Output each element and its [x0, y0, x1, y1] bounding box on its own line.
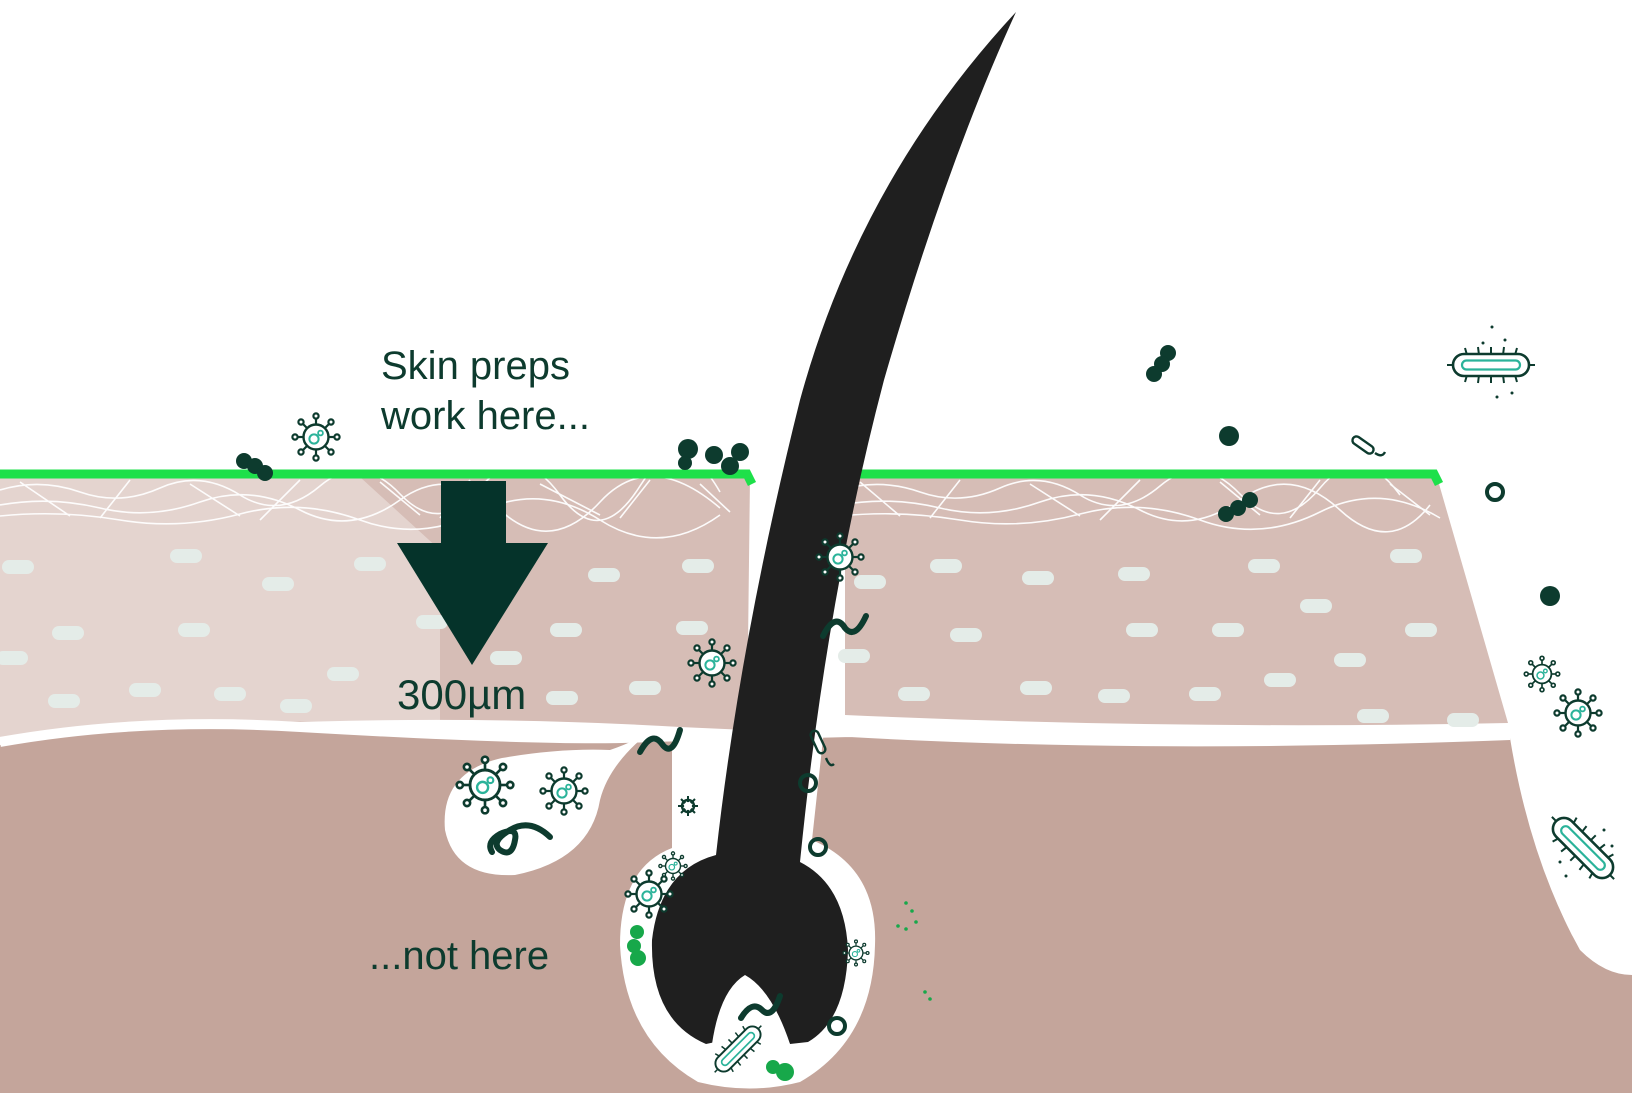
epidermis-right — [845, 477, 1508, 725]
not-here-label: ...not here — [369, 931, 549, 981]
skin-prep-label-line2: work here... — [381, 391, 590, 441]
spiky-cell-icon — [678, 796, 698, 816]
skin-prep-label-line1: Skin preps — [381, 341, 590, 391]
depth-label: 300µm — [397, 670, 526, 720]
skin-prep-label: Skin preps work here... — [381, 341, 590, 441]
